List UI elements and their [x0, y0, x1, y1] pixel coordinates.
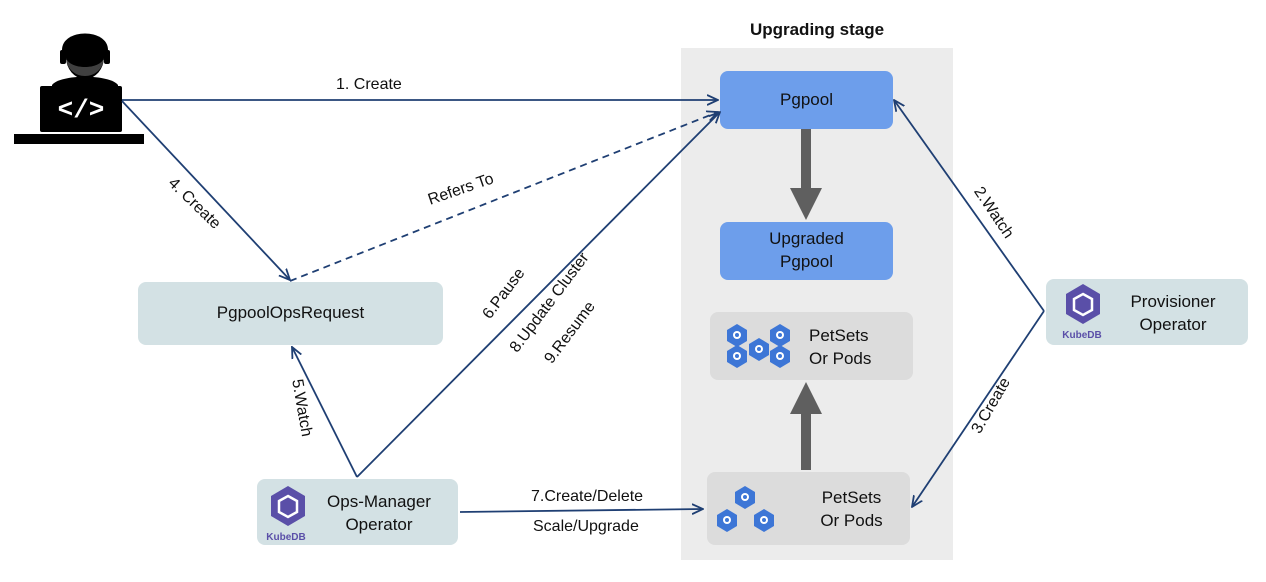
petsets-up-arrow: [790, 382, 822, 470]
petsets-bottom-label-line2: Or Pods: [820, 510, 883, 530]
petsets-top-label-line2: Or Pods: [809, 348, 872, 368]
pgpool-node: Pgpool: [720, 71, 893, 129]
ops-manager-label: Ops-Manager Operator: [309, 491, 449, 537]
provisioner-label-line1: Provisioner: [1130, 292, 1216, 311]
petsets-bottom-label: PetSets Or Pods: [799, 487, 904, 533]
edge-watch2: [894, 100, 1045, 312]
svg-text:KubeDB: KubeDB: [266, 532, 305, 543]
edge-create-delete7: [459, 509, 703, 512]
petsets-top-label-line1: PetSets: [809, 326, 869, 345]
kubedb-logo-provisioner: KubeDB: [1062, 284, 1102, 341]
svg-text:</>: </>: [58, 95, 105, 125]
pods-icon-cluster-top: [727, 324, 790, 368]
ops-manager-label-line2: Operator: [345, 514, 413, 534]
edge-label-create1: 1. Create: [336, 76, 402, 93]
edge-label-scale-upgrade: Scale/Upgrade: [533, 518, 639, 535]
kubedb-logo-ops-manager: KubeDB: [266, 486, 306, 543]
upgraded-pgpool-label-line2: Pgpool: [780, 252, 833, 271]
edge-label-create-delete7: 7.Create/Delete: [531, 488, 644, 505]
provisioner-label: Provisioner Operator: [1106, 291, 1240, 337]
edge-create3: [912, 310, 1045, 507]
provisioner-label-line2: Operator: [1139, 314, 1207, 334]
edge-watch5: [292, 347, 358, 478]
upgraded-pgpool-node: Upgraded Pgpool: [720, 222, 893, 280]
pods-icon-cluster-bottom: [717, 486, 774, 532]
edge-pause-update-resume: [356, 112, 720, 478]
upgraded-pgpool-label-line1: Upgraded: [769, 229, 844, 249]
edge-create4: [121, 100, 290, 280]
petsets-top-node: PetSets Or Pods: [710, 312, 913, 380]
petsets-bottom-label-line1: PetSets: [821, 488, 882, 507]
developer-icon: </>: [14, 33, 144, 144]
upgrade-arrow: [790, 129, 822, 220]
pgpool-label: Pgpool: [780, 89, 833, 109]
upgrading-stage-title: Upgrading stage: [749, 20, 885, 39]
edge-refers-to: [289, 112, 718, 282]
pgpool-ops-request-label: PgpoolOpsRequest: [216, 303, 365, 323]
petsets-bottom-node: PetSets Or Pods: [707, 472, 910, 545]
svg-text:KubeDB: KubeDB: [1062, 330, 1101, 341]
petsets-top-label: PetSets Or Pods: [809, 325, 904, 371]
pgpool-ops-request-node: PgpoolOpsRequest: [138, 282, 443, 345]
ops-manager-label-line1: Ops-Manager: [327, 492, 431, 511]
